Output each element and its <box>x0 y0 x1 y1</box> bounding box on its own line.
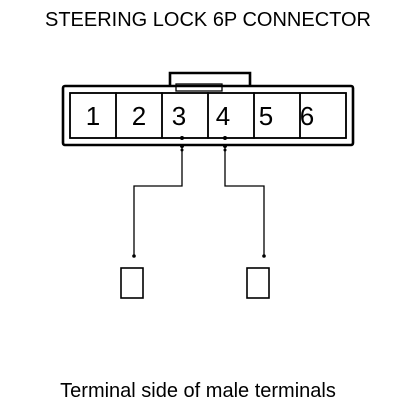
wire-pin-4 <box>223 136 266 258</box>
pin-number: 2 <box>132 101 146 131</box>
pin-number: 3 <box>172 101 186 131</box>
pin-cell: 6 <box>299 92 347 139</box>
pin-cell: 3 <box>161 92 209 139</box>
connector-pins: 1 2 3 4 5 6 <box>69 92 347 139</box>
pin-number: 5 <box>259 101 273 131</box>
diagram-caption: Terminal side of male terminals <box>60 380 336 402</box>
pin-cell: 1 <box>69 92 117 139</box>
wire-pin-3 <box>132 136 184 258</box>
pin-cell: 2 <box>115 92 163 139</box>
pin-cell: 5 <box>253 92 301 139</box>
pin-cell: 4 <box>207 92 255 139</box>
pin-number: 4 <box>216 101 230 131</box>
probe-terminal-icon <box>120 267 144 299</box>
pin-number: 6 <box>300 101 314 131</box>
probe-terminal-icon <box>246 267 270 299</box>
pin-number: 1 <box>86 101 100 131</box>
diagram-title: STEERING LOCK 6P CONNECTOR <box>45 9 371 31</box>
